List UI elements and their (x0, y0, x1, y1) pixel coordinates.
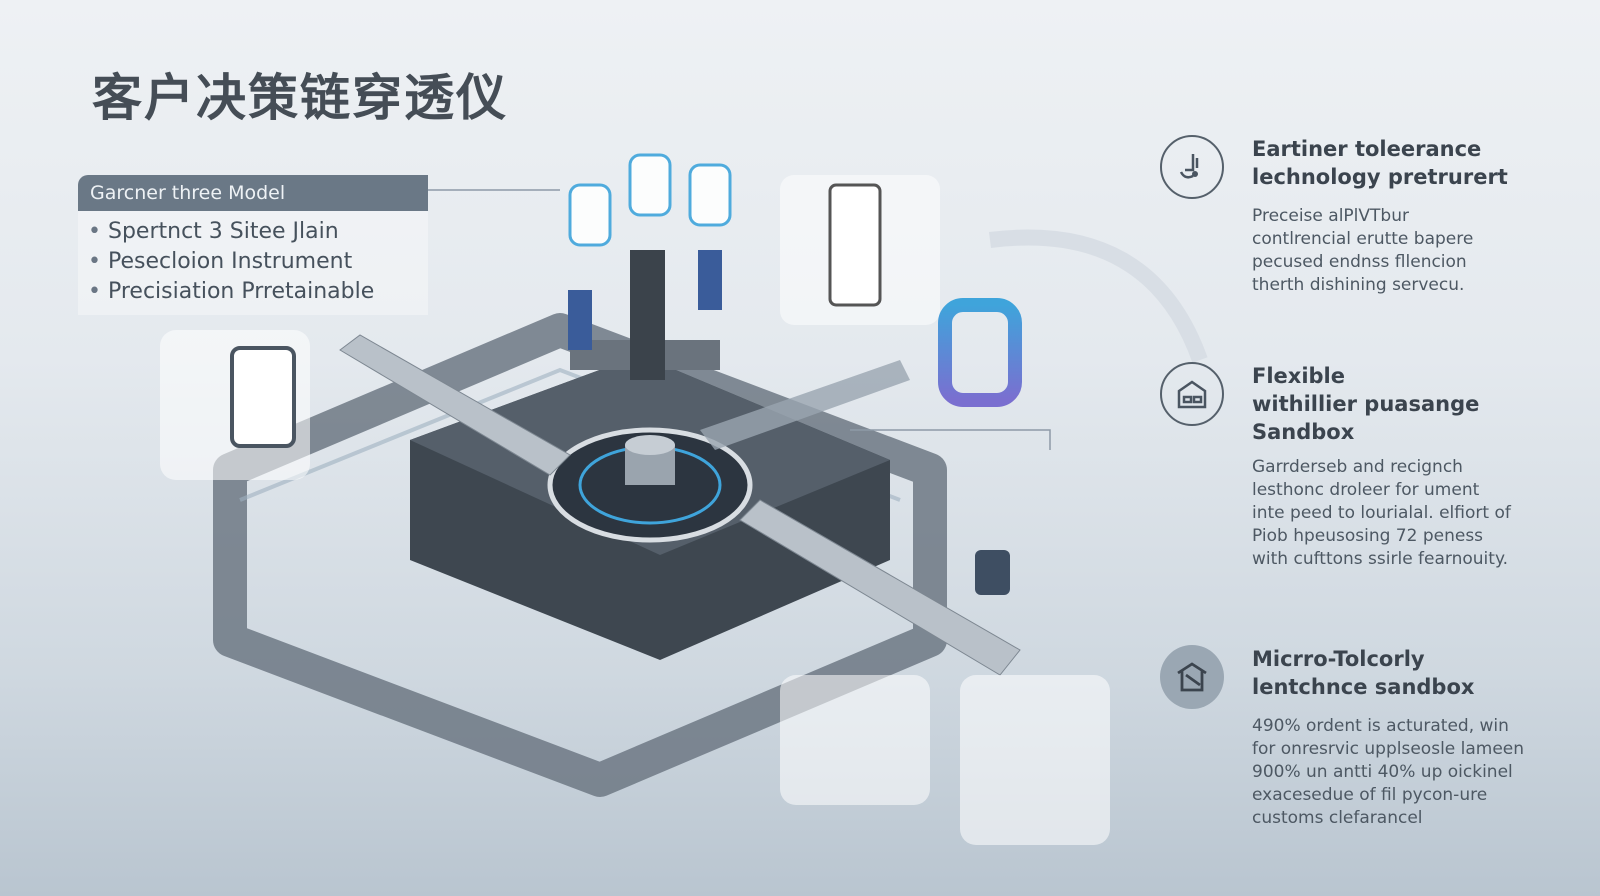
feature-text: Garrderseb and recignch (1252, 457, 1463, 477)
page-title: 客户决策链穿透仪 (92, 69, 508, 127)
cylinder-right (698, 250, 722, 310)
robot-card (960, 675, 1110, 845)
feature-title: Eartiner toleerance (1252, 137, 1482, 161)
feature-text: contlrencial erutte bapere (1252, 229, 1474, 249)
house-icon (1160, 645, 1224, 709)
arm-right (739, 499, 1021, 676)
wheelchair-icon (1160, 135, 1224, 199)
chart-card (780, 675, 930, 805)
feature-text: pecused endnss fllencion (1252, 252, 1467, 272)
feature-title: lechnology pretrurert (1252, 165, 1508, 189)
feature-text: 900% un antti 40% up oickinel (1252, 762, 1513, 782)
feature-title: lentchnce sandbox (1252, 675, 1475, 699)
feature-title: withillier puasange (1252, 392, 1480, 416)
cylinder-left (568, 290, 592, 350)
blue-frame (938, 298, 1022, 407)
feature-text: for onresrvic upplseosle lameen (1252, 739, 1525, 759)
feature-text: Preceise alPlVTbur (1252, 206, 1409, 226)
feature-title: Micrro-Tolcorly (1252, 647, 1425, 671)
feature-title: Sandbox (1252, 420, 1355, 444)
model-item: Pesecloion Instrument (88, 247, 428, 277)
model-panel-header: Garcner three Model (78, 175, 428, 211)
model-item: Spertnct 3 Sitee Jlain (88, 217, 428, 247)
feature-text: therth dishining servecu. (1252, 275, 1465, 295)
feature-text: Piob hpeusosing 72 peness (1252, 526, 1484, 546)
feature-text: lesthonc droleer for ument (1252, 480, 1480, 500)
model-item: Precisiation Prretainable (88, 277, 428, 307)
feature-text: exacesedue of fil pycon-ure (1252, 785, 1488, 805)
track-frame (213, 313, 947, 797)
arm-left (339, 334, 571, 476)
model-panel: Garcner three Model Spertnct 3 Sitee Jla… (78, 175, 428, 315)
feature-text: 490% ordent is acturated, win (1252, 716, 1509, 736)
feature-text: customs clefarancel (1252, 808, 1423, 828)
building-icon (1160, 362, 1224, 426)
feature-text: with cufttons ssirle fearnouity. (1252, 549, 1508, 569)
feature-text: inte peed to lourialal. elfiort of (1252, 503, 1511, 523)
feature-title: Flexible (1252, 364, 1346, 388)
